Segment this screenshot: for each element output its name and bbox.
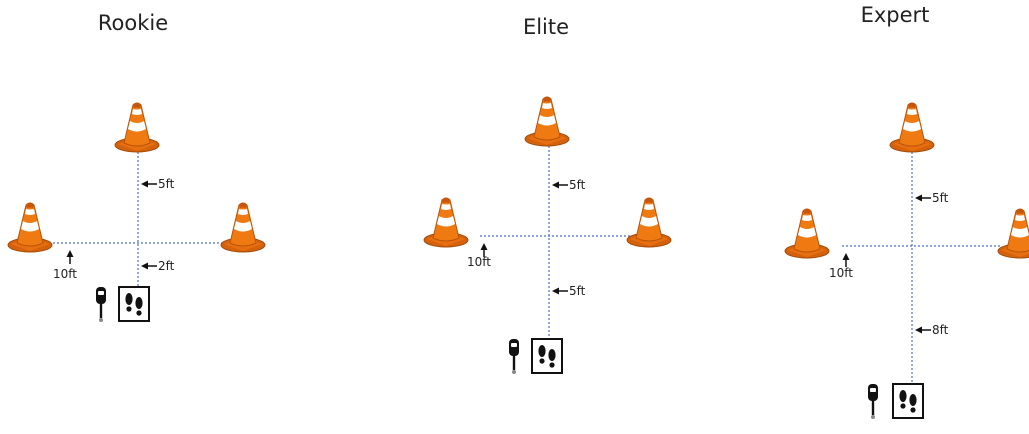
traffic-cone-icon [889,102,935,153]
dimension-arrow-icon [841,252,851,268]
dimension-arrow-icon [551,286,569,296]
drill-title: Expert [861,3,930,27]
dimension-arrow-icon [914,193,932,203]
dimension-arrow-icon [65,249,75,265]
side-distance-label: 10ft [467,255,491,269]
dimension-arrow-icon [914,325,932,335]
top-distance-label: 5ft [932,191,949,205]
footprints-box-icon [892,383,924,419]
traffic-cone-icon [114,102,160,153]
traffic-cone-icon [784,208,830,259]
traffic-cone-icon [626,197,672,248]
bottom-distance-label: 2ft [158,259,175,273]
traffic-cone-icon [423,197,469,248]
footprints-box-icon [118,286,150,322]
dimension-arrow-icon [140,261,158,271]
footprints-box-icon [531,338,563,374]
drill-title: Elite [523,15,569,39]
traffic-cone-icon [7,202,53,253]
bottom-distance-label: 8ft [932,323,949,337]
metronome-icon [509,339,519,374]
traffic-cone-icon [524,96,570,147]
drill-title: Rookie [98,11,168,35]
bottom-distance-label: 5ft [569,284,586,298]
top-distance-label: 5ft [158,177,175,191]
dimension-arrow-icon [551,180,569,190]
metronome-icon [96,287,106,322]
side-distance-label: 10ft [829,266,853,280]
drill-elite: Elite 5ft 10ft 5ft [423,15,672,374]
dimension-arrow-icon [140,179,158,189]
drill-expert: Expert 5ft 10ft 8ft [784,3,1029,419]
side-distance-label: 10ft [53,267,77,281]
top-distance-label: 5ft [569,178,586,192]
metronome-icon [868,384,878,419]
traffic-cone-icon [220,202,266,253]
drill-rookie: Rookie 5ft 10ft 2ft [7,11,266,322]
traffic-cone-icon [997,208,1029,259]
